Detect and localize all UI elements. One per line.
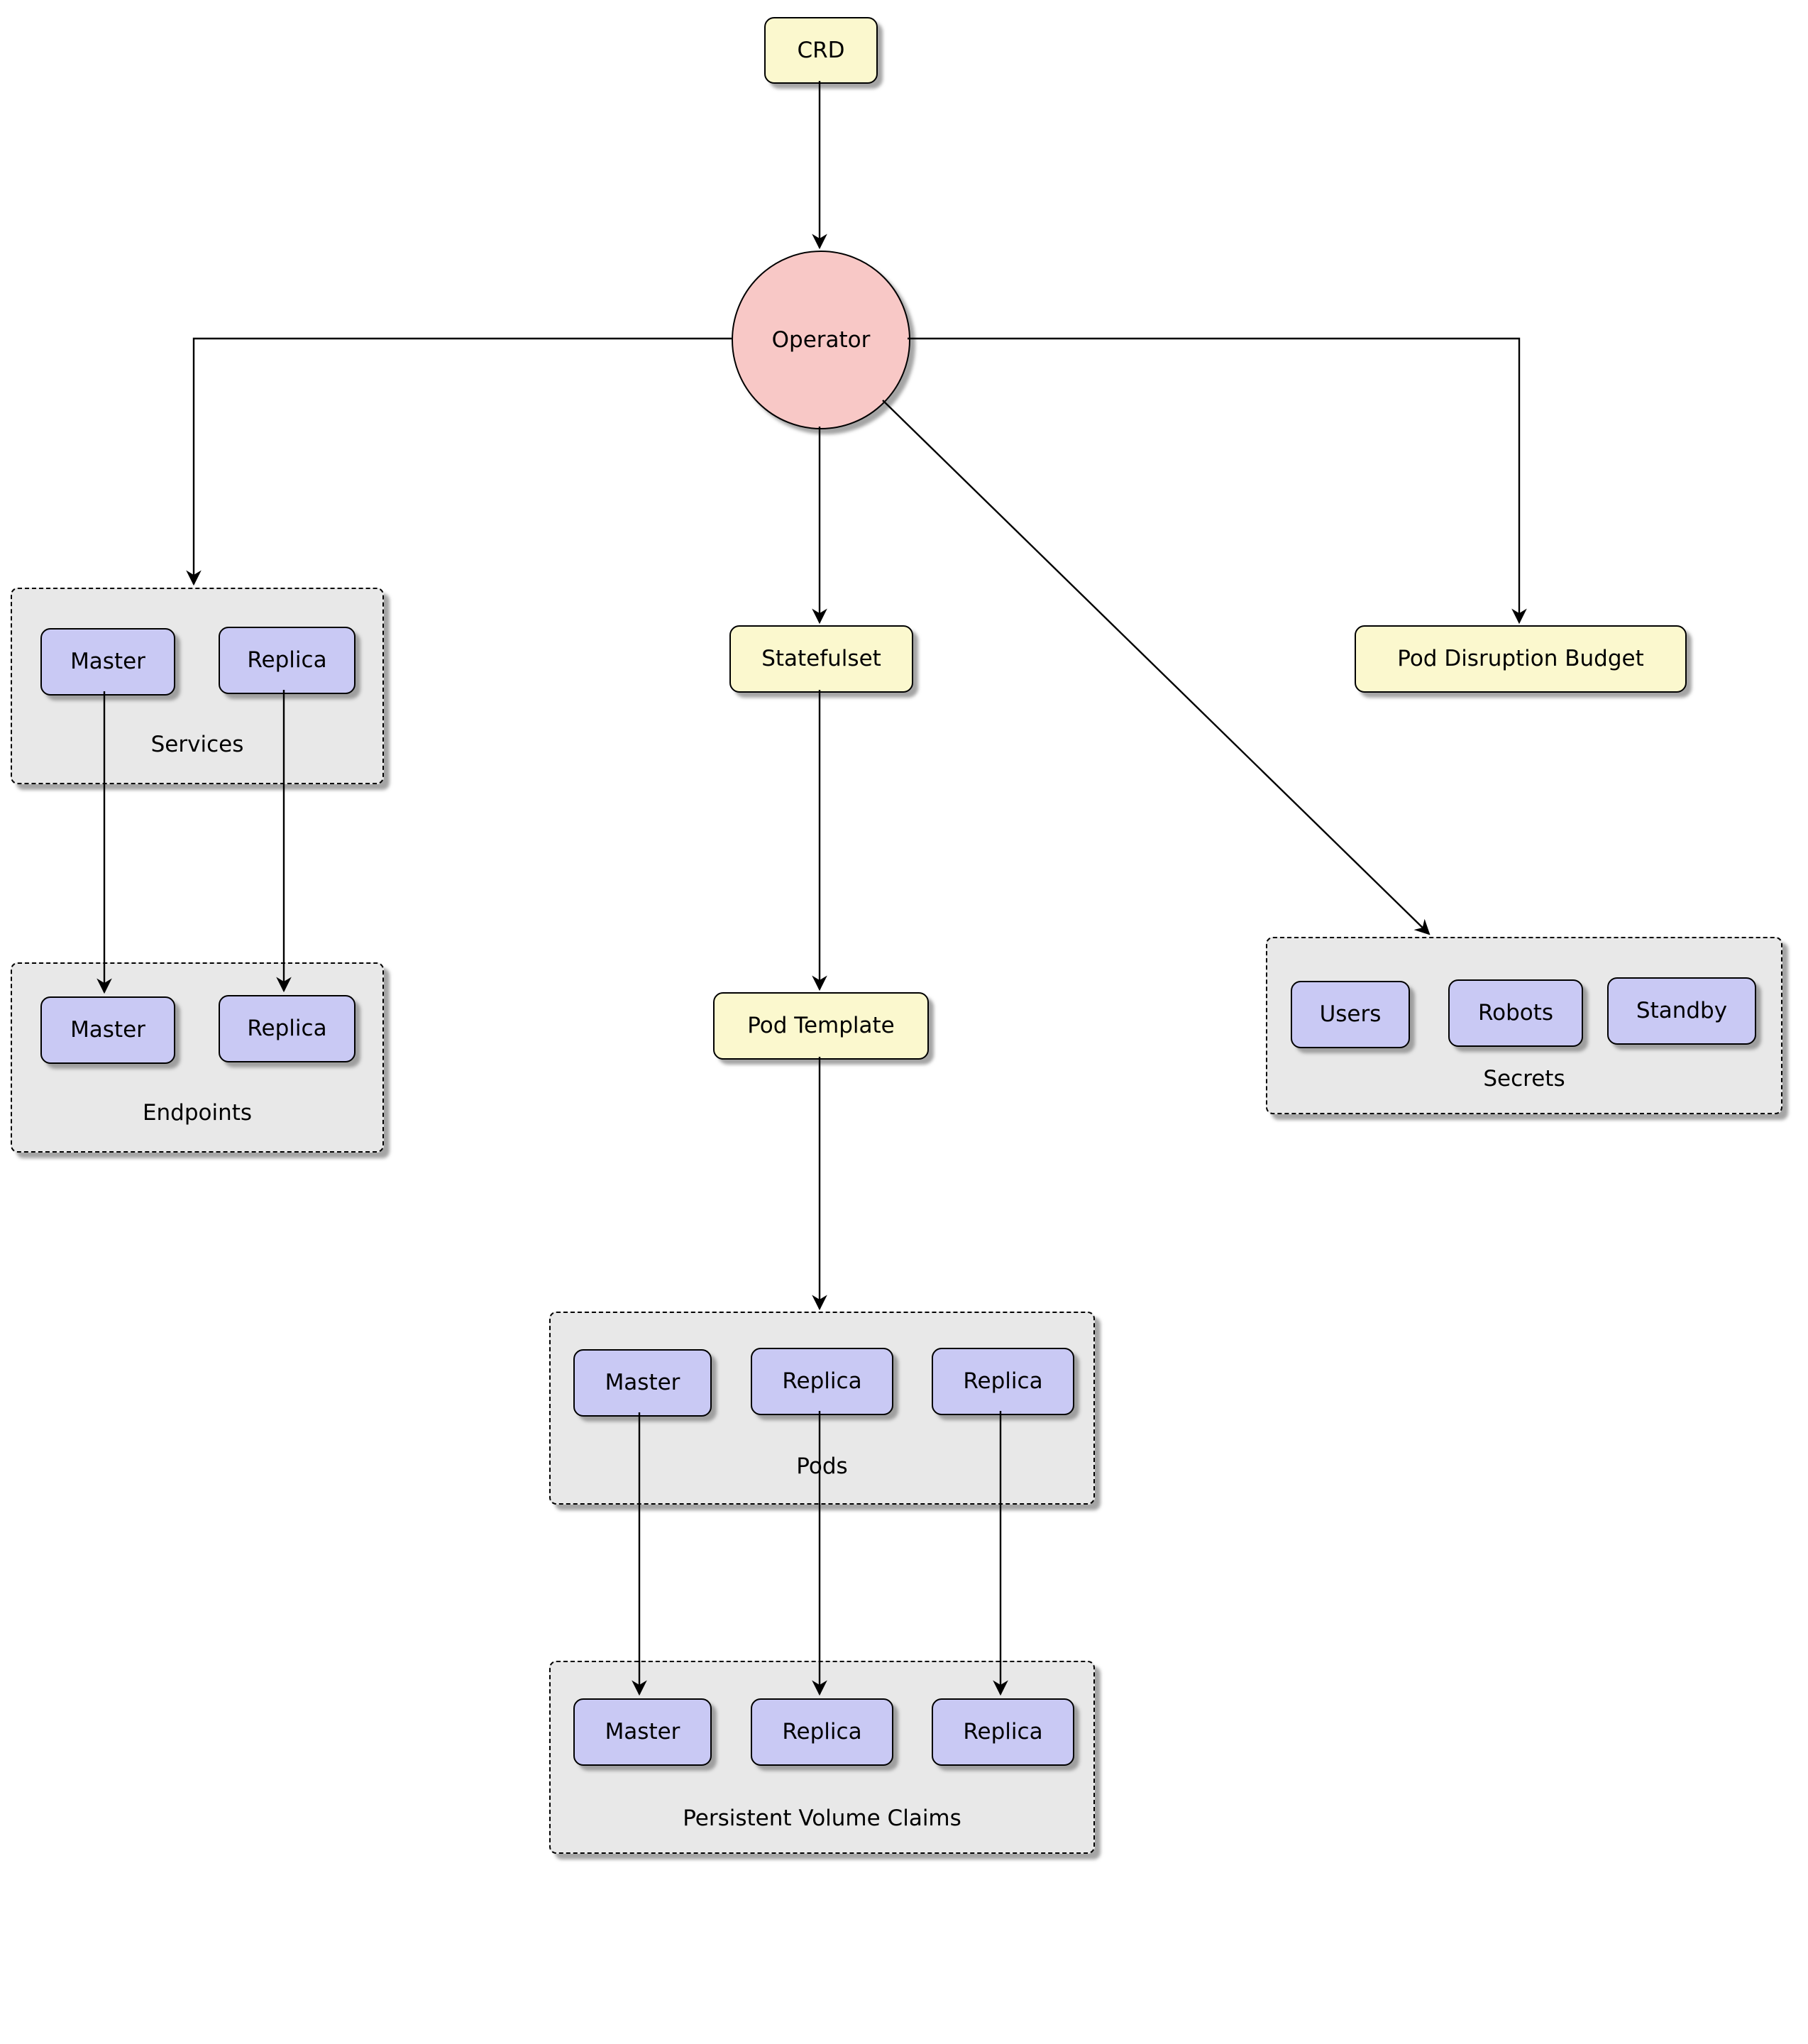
group-endpoints-label: Endpoints (142, 1100, 253, 1126)
group-persistent-volume-claims: Master Replica Replica Persistent Volume… (549, 1661, 1095, 1854)
group-pods: Master Replica Replica Pods (549, 1312, 1095, 1505)
edge-operator-secrets (882, 400, 1431, 935)
node-pvc-replica-2: Replica (932, 1698, 1074, 1766)
node-secrets-robots: Robots (1448, 979, 1583, 1047)
group-pvc-label: Persistent Volume Claims (683, 1806, 961, 1831)
group-services: Master Replica Services (11, 588, 384, 784)
group-secrets-label: Secrets (1483, 1066, 1565, 1092)
node-endpoints-replica: Replica (219, 995, 355, 1062)
node-services-replica: Replica (219, 627, 355, 694)
node-pod-disruption-budget: Pod Disruption Budget (1355, 625, 1687, 693)
node-pvc-replica-1: Replica (751, 1698, 893, 1766)
node-secrets-standby: Standby (1607, 977, 1756, 1045)
node-endpoints-master: Master (40, 996, 175, 1064)
node-pods-replica-1: Replica (751, 1348, 893, 1415)
node-secrets-users: Users (1291, 981, 1410, 1048)
edge-operator-services (186, 337, 732, 586)
node-statefulset: Statefulset (729, 625, 913, 693)
group-secrets: Users Robots Standby Secrets (1266, 937, 1782, 1114)
group-pods-label: Pods (796, 1454, 848, 1479)
node-services-master: Master (40, 628, 175, 696)
group-endpoints: Master Replica Endpoints (11, 962, 384, 1153)
node-pods-master: Master (573, 1349, 712, 1417)
node-crd: CRD (764, 17, 878, 84)
node-pods-replica-2: Replica (932, 1348, 1074, 1415)
group-services-label: Services (150, 732, 244, 757)
node-pod-template: Pod Template (713, 992, 929, 1060)
node-operator: Operator (732, 251, 910, 429)
node-pvc-master: Master (573, 1698, 712, 1766)
edge-operator-pod-disruption-budget (908, 337, 1527, 625)
